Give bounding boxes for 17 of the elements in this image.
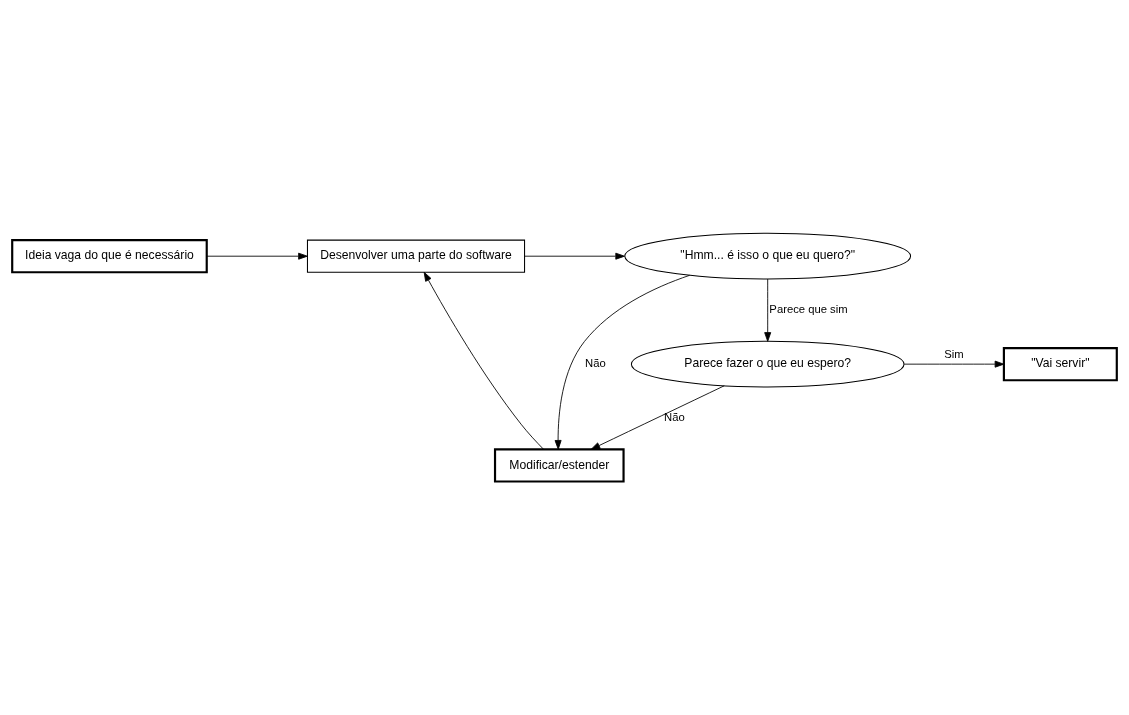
node-ellipse: Parece fazer o que eu espero? bbox=[630, 340, 905, 388]
arrow bbox=[524, 252, 625, 260]
node-box: "Vai servir" bbox=[1002, 347, 1118, 382]
arrow bbox=[206, 252, 308, 260]
node-box: Desenvolver uma parte do software bbox=[306, 239, 526, 273]
edge-label: Parece que sim bbox=[769, 303, 848, 316]
arrow bbox=[903, 360, 1005, 368]
edge-label: Não bbox=[584, 357, 606, 370]
edge-label: Sim bbox=[944, 348, 964, 361]
node-box: Modificar/estender bbox=[493, 448, 625, 483]
arrow bbox=[590, 385, 725, 450]
edge-label: Não bbox=[664, 411, 685, 424]
arrow bbox=[764, 278, 772, 342]
arrow bbox=[554, 274, 691, 450]
node-box: Ideia vaga do que é necessário bbox=[11, 239, 208, 274]
arrow bbox=[423, 271, 544, 450]
node-ellipse: "Hmm... é isso o que eu quero?" bbox=[624, 232, 912, 280]
